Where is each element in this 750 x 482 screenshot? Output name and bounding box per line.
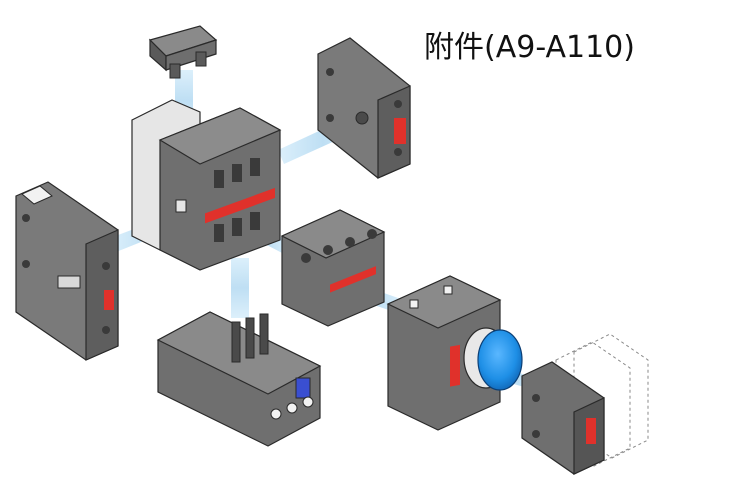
beam-contactor-to-relay [231, 258, 249, 318]
front-auxiliary-contact-icon [280, 209, 386, 327]
pneumatic-timer-icon [386, 275, 502, 431]
thermal-relay-icon [156, 311, 322, 447]
auxiliary-contact-block-icon-right [317, 37, 411, 179]
contactor-icon [131, 99, 282, 271]
auxiliary-contact-block-icon-left [15, 181, 119, 361]
page-title: 附件(A9-A110) [424, 30, 635, 65]
blue-knob-icon [463, 327, 523, 391]
mini-auxiliary-block-icon [521, 333, 649, 475]
top-cover-icon [148, 25, 218, 79]
